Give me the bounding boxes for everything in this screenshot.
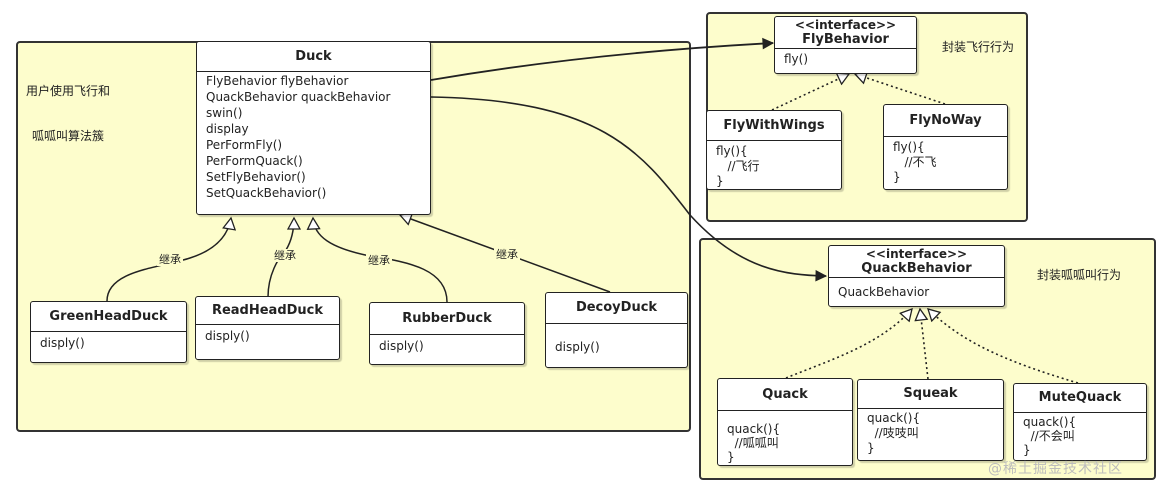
interface-flybehavior-name: FlyBehavior [802,32,889,47]
member: disply() [40,336,85,350]
interface-quackbehavior-name: QuackBehavior [861,261,972,276]
class-squeak-name: Squeak [903,386,958,401]
member: disply() [205,329,250,343]
member: //不飞 [893,155,937,169]
inherit-label-rubber: 继承 [366,254,392,267]
fly-package-note: 封装飞行行为 [942,40,1015,54]
member: PerFormQuack() [206,154,303,168]
member: disply() [379,339,424,353]
class-rubberduck-name: RubberDuck [402,311,492,326]
inherit-label-read: 继承 [272,249,298,262]
class-readheadduck-name: ReadHeadDuck [211,303,324,318]
member: quack(){ [1023,415,1077,429]
member: display [206,122,249,136]
member: //不会叫 [1023,429,1075,443]
realize-mutequack [928,309,1079,384]
class-quack[interactable]: Quack quack(){ //呱呱叫 } [717,378,853,466]
interface-flybehavior[interactable]: <<interface>> FlyBehavior fly() [774,16,917,74]
class-greenheadduck-name: GreenHeadDuck [49,309,168,324]
member: FlyBehavior flyBehavior [206,74,349,88]
member: //吱吱叫 [867,426,919,440]
member: swin() [206,106,243,120]
class-quack-name: Quack [762,387,808,402]
realize-flynoway [855,74,946,105]
member: disply() [555,340,600,354]
class-rubberduck[interactable]: RubberDuck disply() [369,302,525,365]
member: SetQuackBehavior() [206,186,327,200]
inherit-greenheadduck [106,218,231,302]
inherit-label-green: 继承 [157,253,183,266]
member: } [893,170,901,184]
client-note-line2: 呱呱叫算法簇 [32,129,105,143]
class-flywithwings-name: FlyWithWings [723,118,825,133]
stereotype-label: <<interface>> [865,247,968,261]
member: fly() [784,52,809,66]
stereotype-label: <<interface>> [794,18,897,32]
member: fly(){ [716,144,748,158]
member: PerFormFly() [206,138,283,152]
realize-flywithwings [771,74,849,111]
class-mutequack[interactable]: MuteQuack quack(){ //不会叫 } [1013,383,1147,461]
class-duck-members: FlyBehavior flyBehavior QuackBehavior qu… [197,72,430,204]
watermark: @稀土掘金技术社区 [988,461,1123,477]
member: fly(){ [893,140,925,154]
realize-quack [785,309,912,379]
association-duck-quackbehavior [430,96,826,276]
member: } [716,174,724,188]
member: SetFlyBehavior() [206,170,306,184]
class-mutequack-name: MuteQuack [1038,390,1122,405]
class-readheadduck[interactable]: ReadHeadDuck disply() [195,296,340,360]
association-duck-flybehavior [430,43,773,81]
inherit-label-decoy: 继承 [494,248,520,261]
client-note-line1: 用户使用飞行和 [26,84,111,98]
quack-package-note: 封装呱呱叫行为 [1037,268,1122,282]
interface-quackbehavior[interactable]: <<interface>> QuackBehavior QuackBehavio… [828,245,1005,307]
class-flynoway-name: FlyNoWay [909,113,982,128]
class-decoyduck[interactable]: DecoyDuck disply() [545,292,688,368]
member: } [867,441,875,455]
class-squeak[interactable]: Squeak quack(){ //吱吱叫 } [857,379,1004,461]
class-flywithwings[interactable]: FlyWithWings fly(){ //飞行 } [706,110,842,190]
member: quack(){ [867,411,921,425]
member: //呱呱叫 [727,436,779,450]
member: QuackBehavior quackBehavior [206,90,391,104]
member: } [1023,443,1031,457]
client-package-note: 用户使用飞行和 呱呱叫算法簇 [26,54,110,174]
member: } [727,450,735,464]
class-greenheadduck[interactable]: GreenHeadDuck disply() [30,301,187,363]
member: //飞行 [716,159,760,173]
class-duck[interactable]: Duck FlyBehavior flyBehavior QuackBehavi… [196,41,431,215]
class-flynoway[interactable]: FlyNoWay fly(){ //不飞 } [883,104,1008,190]
realize-squeak [920,309,929,380]
class-duck-name: Duck [295,49,332,64]
class-decoyduck-name: DecoyDuck [575,300,658,315]
member: quack(){ [727,422,781,436]
member: QuackBehavior [838,285,930,299]
